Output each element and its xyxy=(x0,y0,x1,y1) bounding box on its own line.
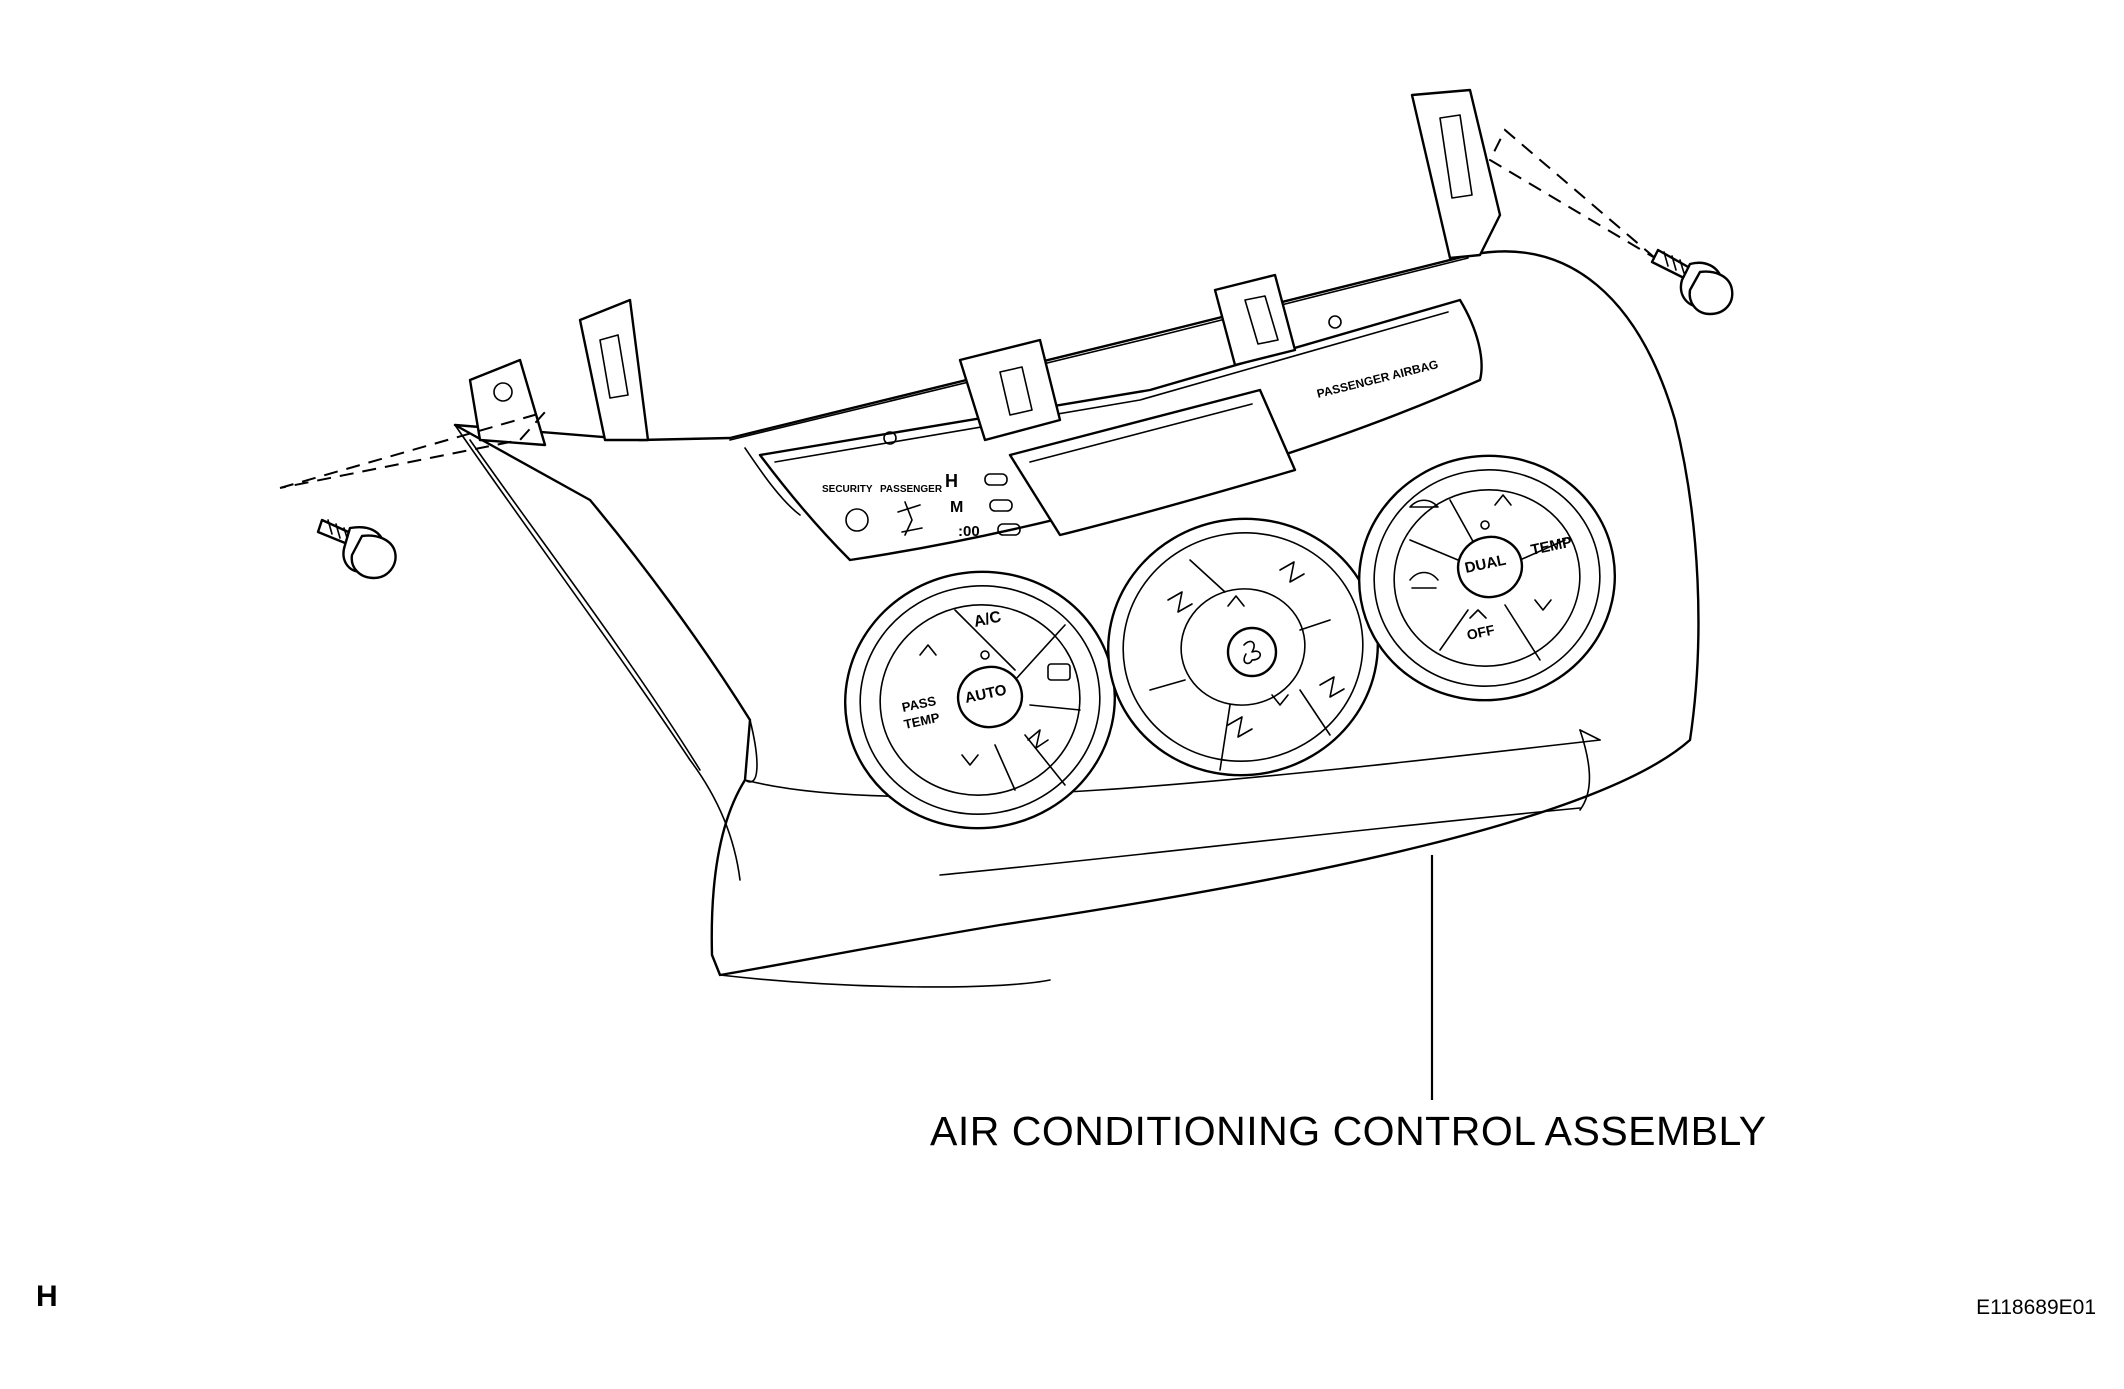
m-label: M xyxy=(950,499,963,516)
ac-button-label: A/C xyxy=(972,608,1003,630)
left-screw xyxy=(316,518,397,580)
passenger-label: PASSENGER xyxy=(880,484,943,495)
face-vent-icon xyxy=(1167,591,1193,613)
fan-small-icon xyxy=(1469,609,1487,619)
h-label: H xyxy=(945,471,958,491)
fan-icon xyxy=(1243,640,1262,665)
recirculation-icon xyxy=(1409,499,1439,508)
seatbelt-icon xyxy=(897,501,923,536)
security-label: SECURITY xyxy=(822,484,873,495)
callout-label: AIR CONDITIONING CONTROL ASSEMBLY xyxy=(930,1108,1767,1154)
rear-defrost-icon xyxy=(1047,663,1071,681)
figure-code: E118689E01 xyxy=(1976,1296,2096,1319)
zero-label: :00 xyxy=(958,523,980,540)
bi-level-icon xyxy=(1279,561,1305,583)
left-dial: AUTO A/C PASS TEMP xyxy=(844,570,1116,830)
defrost-foot-icon xyxy=(1319,676,1345,698)
right-screw-guide xyxy=(1488,128,1656,259)
pass-label: PASS xyxy=(901,693,938,715)
corner-letter: H xyxy=(36,1280,58,1313)
off-button-label: OFF xyxy=(1465,621,1496,643)
foot-vent-icon xyxy=(1227,716,1253,738)
pass-temp-label: TEMP xyxy=(903,710,942,732)
vent-foot-icon xyxy=(1027,729,1049,749)
front-defrost-icon xyxy=(1409,571,1439,589)
right-dial: DUAL TEMP OFF xyxy=(1357,454,1617,702)
right-screw xyxy=(1650,248,1734,316)
